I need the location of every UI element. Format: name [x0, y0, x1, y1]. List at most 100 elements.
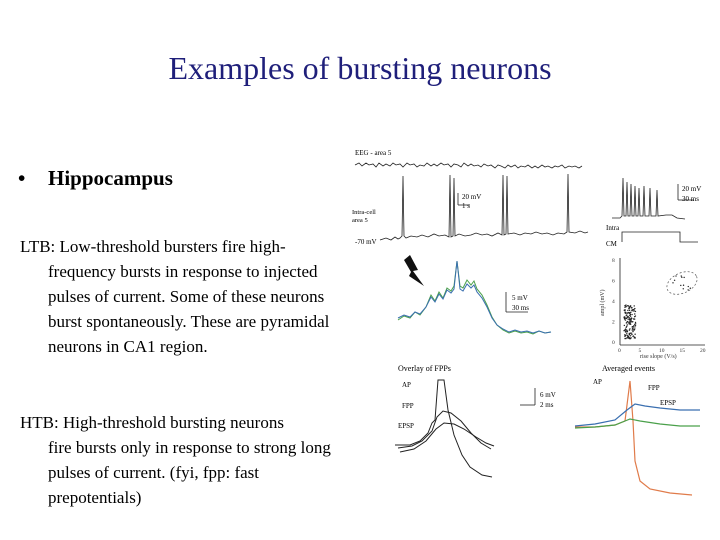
scatter-point	[626, 325, 628, 328]
averaged-title: Averaged events	[602, 364, 655, 373]
scatter-x-tick: 20	[700, 348, 706, 354]
cm-label: CM	[606, 240, 618, 248]
scatter-ylabel: ampl (mV)	[599, 290, 606, 317]
scatter-point	[628, 307, 630, 309]
scatter-point	[626, 336, 628, 339]
scatter-point	[632, 335, 634, 338]
scatter-point	[626, 324, 629, 326]
scatter-point	[628, 321, 630, 324]
scatter-point	[627, 318, 629, 320]
scatter-point	[624, 305, 626, 307]
scatter-point	[629, 335, 632, 337]
scatter-point	[672, 282, 674, 284]
eeg-label: EEG - area 5	[355, 149, 392, 157]
avg-trace-blue	[574, 403, 700, 427]
scatter-y-tick: 8	[612, 258, 615, 264]
arrow-icon	[404, 255, 424, 286]
scatter-point	[628, 317, 630, 319]
slide-title: Examples of bursting neurons	[168, 50, 552, 86]
scatter-x-tick: 0	[618, 348, 621, 354]
scatter-point	[626, 312, 628, 314]
epsp-label: EPSP	[398, 422, 414, 430]
epsp-label-2: EPSP	[660, 399, 676, 407]
paragraph-ltb: LTB: Low-threshold bursters fire high- f…	[20, 234, 350, 359]
scale-1s: 1 s	[462, 202, 470, 210]
scatter-point	[631, 329, 633, 331]
scale-5mv: 5 mV	[512, 294, 528, 302]
scatter-point	[632, 318, 635, 320]
scatter-point	[624, 309, 626, 311]
scatter-point	[630, 311, 632, 314]
paragraph-ltb-first-line: LTB: Low-threshold bursters fire high-	[20, 237, 286, 256]
scatter-points	[623, 275, 691, 340]
mid-trace-green	[397, 260, 552, 335]
scatter-point	[633, 310, 635, 312]
scatter-point	[631, 326, 634, 328]
scatter-point	[629, 332, 632, 334]
intracell-trace	[379, 173, 589, 241]
scatter-point	[632, 328, 635, 330]
scatter-point	[629, 322, 632, 324]
scatter-point	[628, 333, 631, 336]
scatter-point	[629, 306, 632, 308]
scatter-point	[680, 275, 682, 277]
scatter-point	[634, 313, 636, 315]
scatter-point	[629, 328, 631, 330]
intracell-label-2: area 5	[352, 217, 368, 224]
scatter-point	[626, 332, 628, 334]
scale-30ms-mid: 30 ms	[512, 304, 529, 312]
bullet-text: Hippocampus	[48, 166, 173, 190]
scatter-point	[634, 310, 637, 313]
scatter-point	[633, 316, 636, 318]
scatter-x-tick: 10	[659, 348, 665, 354]
scatter-point	[633, 305, 635, 307]
scatter-point	[630, 337, 632, 339]
ap-label: AP	[402, 381, 411, 389]
scatter-point	[629, 313, 632, 316]
scale-2ms: 2 ms	[540, 401, 554, 409]
scatter-point	[634, 321, 637, 324]
scatter-point	[687, 285, 689, 288]
scatter-point	[632, 308, 635, 311]
overlay-trace-1	[395, 379, 493, 478]
scatter-point	[634, 307, 636, 310]
scatter-point	[629, 314, 631, 317]
scatter-point	[682, 284, 685, 286]
scatter-point	[683, 276, 685, 279]
scatter-point	[627, 305, 630, 307]
scatter-point	[626, 320, 629, 323]
scatter-point	[624, 317, 627, 319]
scatter-point	[627, 309, 629, 312]
cm-step	[621, 231, 698, 243]
scatter-x-tick: 15	[680, 348, 686, 354]
scatter-point	[634, 325, 637, 327]
mid-trace-blue	[397, 260, 552, 334]
scatter-x-tick: 5	[639, 348, 642, 354]
scatter-point	[625, 317, 628, 320]
scatter-point	[624, 331, 627, 333]
scatter-point	[624, 311, 626, 313]
overlay-title: Overlay of FPPs	[398, 364, 451, 373]
scatter-point	[633, 336, 636, 338]
overlay-trace-2	[397, 410, 492, 450]
paragraph-htb: HTB: High-threshold bursting neurons fir…	[20, 410, 350, 510]
scatter-point	[631, 333, 633, 336]
scatter-point	[634, 323, 636, 326]
scatter-point	[634, 327, 636, 329]
scatter-point	[626, 322, 628, 324]
scatter-point	[633, 329, 635, 331]
scatter-point	[687, 289, 689, 291]
scatter-point	[675, 275, 677, 277]
scale-6mv: 6 mV	[540, 391, 556, 399]
scale-20mv: 20 mV	[462, 193, 481, 201]
eeg-trace	[354, 162, 583, 169]
scatter-point	[630, 332, 633, 334]
scatter-point	[630, 317, 633, 319]
scatter-point	[624, 319, 627, 321]
scatter-point	[626, 329, 628, 331]
scatter-point	[628, 337, 631, 340]
scatter-point	[632, 321, 634, 323]
fpp-label-2: FPP	[648, 384, 660, 392]
